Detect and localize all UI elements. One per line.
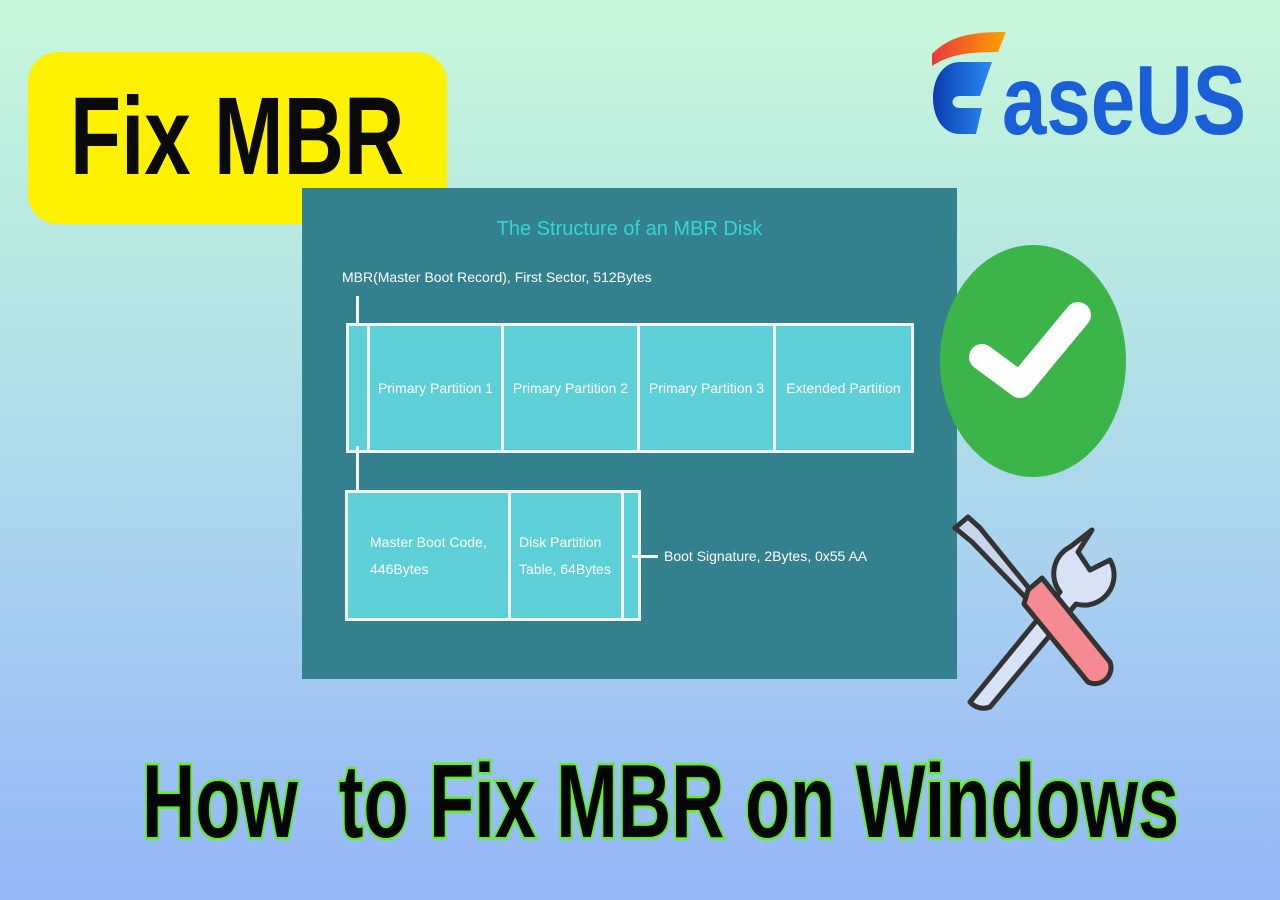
boot-signature-label: Boot Signature, 2Bytes, 0x55 AA — [664, 548, 868, 564]
easeus-logo: aseUS — [932, 32, 1246, 142]
connector-line — [632, 555, 658, 558]
diagram-title: The Structure of an MBR Disk — [496, 218, 763, 240]
checkmark-icon — [940, 245, 1126, 477]
headline: How to Fix MBR on Windows — [140, 742, 1181, 863]
partition-cell: Primary Partition 1 — [367, 323, 504, 453]
partition-cell: Extended Partition — [773, 323, 914, 453]
mbr-label: MBR(Master Boot Record), First Sector, 5… — [342, 269, 652, 285]
badge-text: Fix MBR — [70, 75, 405, 198]
boot-code-cell: Master Boot Code, 446Bytes — [345, 490, 511, 621]
connector-line — [356, 296, 359, 330]
svg-text:aseUS: aseUS — [1002, 45, 1246, 142]
partition-cell: Primary Partition 3 — [637, 323, 776, 453]
partition-cell: Primary Partition 2 — [501, 323, 640, 453]
partition-table-cell: Disk Partition Table, 64Bytes — [508, 490, 624, 621]
mbr-diagram-panel: The Structure of an MBR Disk MBR(Master … — [302, 188, 957, 679]
tools-icon — [952, 514, 1117, 711]
connector-line — [356, 446, 359, 492]
